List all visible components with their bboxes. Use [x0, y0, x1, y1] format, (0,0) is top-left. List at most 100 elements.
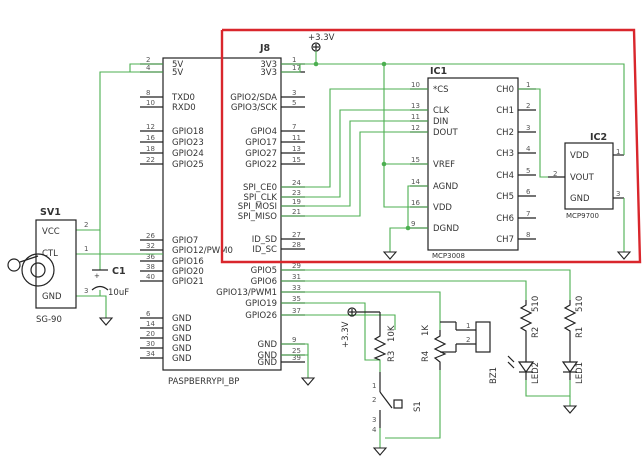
- j8-pin-25-name: GND: [258, 351, 278, 361]
- j8-pin-22-num: 22: [146, 156, 155, 164]
- j8-pin-13-name: GPIO27: [245, 149, 277, 159]
- j8-pin-21-name: SPI_MISO: [238, 212, 278, 222]
- ic1-pin-7-num: 7: [526, 210, 530, 218]
- led2-icon: [517, 361, 535, 374]
- j8-pin-12-name: GPIO18: [172, 127, 204, 137]
- j8-pin-35-name: GPIO19: [245, 299, 277, 309]
- ic1-pin-9-num: 9: [411, 220, 415, 228]
- supply-top-label: +3.3V: [308, 33, 335, 43]
- j8-pin-30-name: GND: [172, 344, 192, 354]
- c1-plus: +: [94, 272, 100, 280]
- j8-pin-39-name: GND: [258, 358, 278, 368]
- j8-pin-29-num: 29: [292, 262, 301, 270]
- bz1-buzzer: 1 2 BZ1: [440, 321, 499, 384]
- ic1-pin-13-name: CLK: [433, 106, 450, 116]
- bz1-pin1: 1: [466, 322, 470, 330]
- j8-pin-35-num: 35: [292, 295, 301, 303]
- j8-pin-20-num: 20: [146, 330, 155, 338]
- j8-pin-27-name: ID_SD: [252, 235, 278, 245]
- ic1-pin-9-name: DGND: [433, 224, 459, 234]
- c1-plate: [91, 285, 109, 291]
- gnd-j8: [300, 377, 316, 386]
- j8-pin-9-num: 9: [292, 336, 296, 344]
- s1-pin4: 4: [372, 426, 377, 434]
- j8-part: PASPBERRYPI_BP: [168, 377, 239, 387]
- ic1-pin-8-name: CH7: [496, 235, 514, 245]
- ic1-pin-1-num: 1: [526, 81, 530, 89]
- ic1-pin-16-name: VDD: [433, 203, 452, 213]
- sv1-pin-2-num: 2: [84, 221, 88, 229]
- ic2-pin-2-num: 2: [553, 170, 557, 178]
- j8-pin-4-num: 4: [146, 64, 151, 72]
- ic2-pin-1-num: 1: [616, 148, 620, 156]
- j8-pin-3-num: 3: [292, 89, 296, 97]
- j8-pin-11-num: 11: [292, 134, 301, 142]
- ic2-ref: IC2: [590, 132, 607, 143]
- j8-pin-32-name: GPIO12/PWM0: [172, 246, 233, 256]
- ic1-pin-7-name: CH6: [496, 214, 514, 224]
- bz1-ref: BZ1: [489, 367, 499, 384]
- ic2-mcp9700: IC2 MCP9700 VDD VOUT GND 1 2 3: [548, 132, 624, 220]
- sv1-pin-1-num: 1: [84, 245, 88, 253]
- j8-pin-12-num: 12: [146, 123, 155, 131]
- r1-resistor: R1 510: [563, 296, 585, 340]
- s1-pin3: 3: [372, 416, 376, 424]
- led1: LED1: [561, 340, 585, 384]
- sv1-body: [35, 219, 77, 309]
- j8-pin-39-num: 39: [292, 354, 301, 362]
- j8-pin-5-name: GPIO3/SCK: [231, 103, 278, 113]
- j8-pin-1-num: 1: [292, 56, 296, 64]
- sv1-pin-vcc-name: VCC: [42, 227, 60, 237]
- ic1-pin-15-name: VREF: [433, 160, 455, 170]
- j8-pin-33-num: 33: [292, 284, 301, 292]
- j8-pin-34-num: 34: [146, 350, 155, 358]
- j8-pin-26-name: GPIO7: [172, 236, 198, 246]
- j8-pin-32-num: 32: [146, 242, 155, 250]
- j8-pin-38-num: 38: [146, 263, 155, 271]
- gnd-ic1: [382, 251, 398, 260]
- sv1-part: SG-90: [36, 315, 62, 325]
- ic1-pin-16-num: 16: [411, 199, 420, 207]
- j8-pin-1-name: 3V3: [260, 60, 277, 70]
- ic1-pin-2-name: CH1: [496, 106, 514, 116]
- bz1-body: [475, 321, 491, 353]
- r4-value: 1K: [421, 325, 431, 336]
- ic1-part: MCP3008: [432, 252, 465, 260]
- j8-pin-14-name: GND: [172, 324, 192, 334]
- j8-pin-4-name: 5V: [172, 68, 183, 78]
- j8-pin-2-num: 2: [146, 56, 150, 64]
- r3-ref: R3: [387, 351, 397, 362]
- ic1-pin-14-name: AGND: [433, 182, 459, 192]
- j8-pin-16-num: 16: [146, 134, 155, 142]
- j8-pin-28-num: 28: [292, 241, 301, 249]
- j8-pin-26-num: 26: [146, 232, 155, 240]
- ic1-pin-12-num: 12: [411, 124, 420, 132]
- j8-pin-31-num: 31: [292, 273, 301, 281]
- sv1-servo: SV1 SG-90 VCC CTL GND 2 1 3: [7, 207, 88, 325]
- j8-pin-15-name: GPIO22: [245, 160, 277, 170]
- j8-pin-37-num: 37: [292, 307, 301, 315]
- ic2-pin-vdd-name: VDD: [570, 151, 589, 161]
- bz1-pin2: 2: [466, 336, 470, 344]
- c1-capacitor: + C1 10uF: [91, 266, 129, 298]
- j8-pin-38-name: GPIO20: [172, 267, 204, 277]
- j8-pin-13-num: 13: [292, 145, 301, 153]
- ic1-pin-6-name: CH5: [496, 192, 514, 202]
- j8-pin-17-name: 3V3: [260, 68, 277, 78]
- wires: [76, 51, 625, 448]
- j8-pin-20-name: GND: [172, 334, 192, 344]
- j8-pin-37-name: GPIO26: [245, 311, 277, 321]
- led1-ref: LED1: [575, 362, 585, 384]
- led2-ref: LED2: [531, 362, 541, 384]
- r3-resistor: R3 10K: [356, 311, 397, 362]
- j8-pin-31-name: GPIO6: [251, 277, 277, 287]
- ic1-pin-4-name: CH3: [496, 149, 514, 159]
- r2-ref: R2: [531, 327, 541, 338]
- j8-pin-16-name: GPIO23: [172, 138, 204, 148]
- j8-pin-36-num: 36: [146, 253, 155, 261]
- r4-resistor: R4 1K: [421, 325, 447, 370]
- r2-value: 510: [531, 296, 541, 312]
